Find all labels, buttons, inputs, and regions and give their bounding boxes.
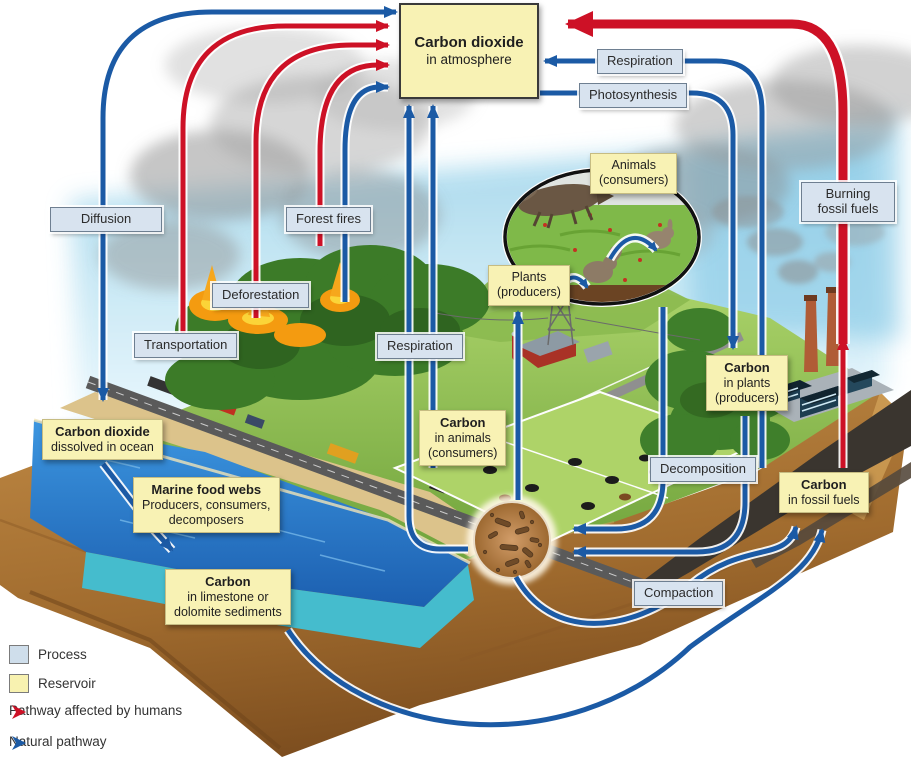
smokestack xyxy=(804,300,818,372)
process-label-transportation: Transportation xyxy=(134,333,238,358)
decomposers-inset xyxy=(467,495,557,585)
process-swatch xyxy=(9,645,29,664)
arrow-food-chain-2 xyxy=(606,233,660,262)
arrow-decomposition-plants xyxy=(572,416,750,558)
legend-item-human-pathway: Pathway affected by humans xyxy=(9,703,182,719)
legend-item-process: Process xyxy=(9,645,87,664)
beach xyxy=(60,392,500,557)
process-label-photosynthesis: Photosynthesis xyxy=(579,83,688,108)
process-label-burning-fossil-fuels: Burning fossil fuels xyxy=(801,182,895,222)
arrow-respiration-from-decomposers xyxy=(403,104,468,554)
arrow-decomposition-animals xyxy=(572,307,668,535)
reservoir-carbon-in-fossil-fuels: Carbon in fossil fuels xyxy=(779,472,869,514)
process-label-deforestation: Deforestation xyxy=(212,283,310,308)
arrow-burning-fossil-fuels xyxy=(565,11,850,344)
arrow-compaction-from-sediments xyxy=(284,528,827,730)
arrow-transportation xyxy=(178,20,390,346)
legend-item-natural-pathway: Natural pathway xyxy=(9,734,107,750)
reservoir-atmosphere: Carbon dioxide in atmosphere xyxy=(399,3,539,99)
reservoir-plants-producers: Plants (producers) xyxy=(488,265,570,306)
natural-pathway-arrow-icon xyxy=(12,736,26,750)
arrow-compaction-from-decomposers xyxy=(512,525,801,628)
reservoir-swatch xyxy=(9,674,29,693)
process-label-decomposition: Decomposition xyxy=(650,457,756,482)
microbes xyxy=(482,510,543,575)
arrow-deforestation xyxy=(251,39,390,318)
process-label-respiration-left: Respiration xyxy=(377,334,463,359)
process-label-forest-fires: Forest fires xyxy=(286,207,372,232)
process-label-diffusion: Diffusion xyxy=(50,207,162,232)
arrow-forest-respiration xyxy=(340,81,390,302)
reservoir-carbon-in-plants: Carbon in plants (producers) xyxy=(706,355,788,412)
reservoir-animals-consumers: Animals (consumers) xyxy=(590,153,678,194)
human-pathway-arrow-icon xyxy=(12,705,26,719)
power-lines xyxy=(429,297,701,346)
process-label-respiration-right: Respiration xyxy=(597,49,683,74)
reservoir-marine-food-webs: Marine food webs Producers, consumers, d… xyxy=(133,477,280,534)
reservoir-ocean-dissolved: Carbon dioxide dissolved in ocean xyxy=(42,419,163,461)
process-label-compaction: Compaction xyxy=(634,581,724,606)
arrow-photosynthesis xyxy=(540,88,739,350)
legend-item-reservoir: Reservoir xyxy=(9,674,96,693)
arrow-diffusion xyxy=(97,6,398,402)
arrow-respiration-right xyxy=(543,55,767,468)
reservoir-carbon-in-animals: Carbon in animals (consumers) xyxy=(419,410,507,467)
reservoir-limestone-sediments: Carbon in limestone or dolomite sediment… xyxy=(165,569,291,626)
arrow-forest-fires xyxy=(315,59,390,246)
